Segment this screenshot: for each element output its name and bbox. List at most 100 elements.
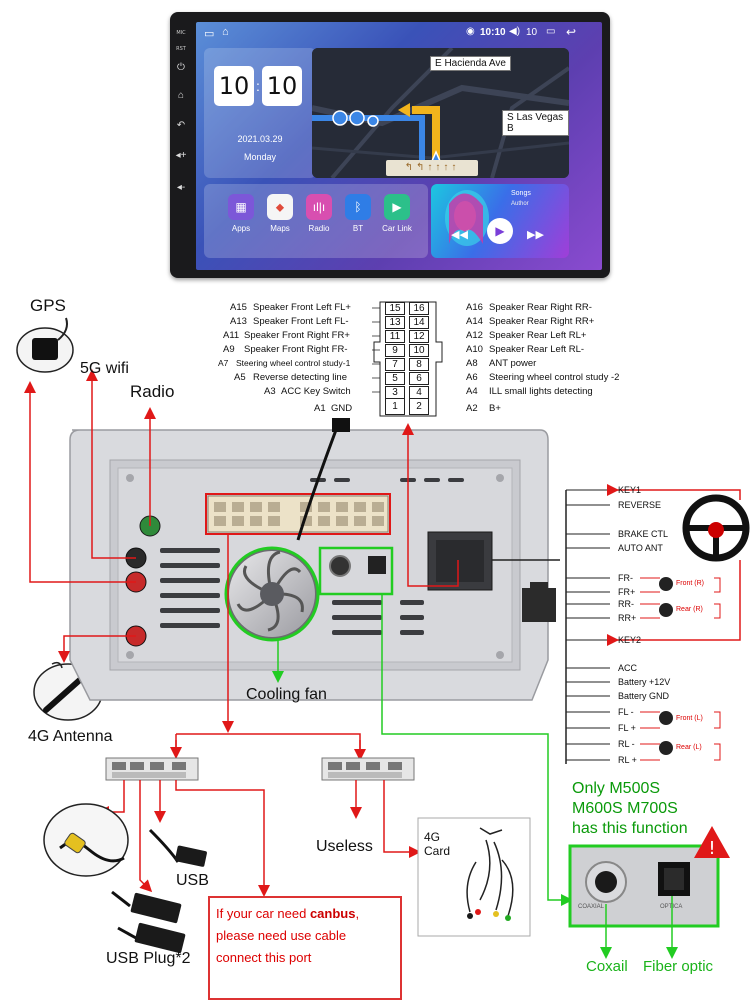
pin-desc-a3: ACC Key Switch — [281, 386, 351, 397]
pin-code-a9: A9 — [223, 344, 235, 355]
apps-icon: ▦ — [228, 194, 254, 220]
pin-code-a15: A15 — [230, 302, 247, 313]
song-title: Songs — [511, 190, 531, 197]
wire-rr-minus: RR- — [618, 599, 634, 609]
canbus-connector — [321, 757, 415, 781]
app-radio[interactable]: ıl|ı Radio — [300, 194, 338, 233]
pin-box: 14 — [409, 316, 429, 329]
pin-desc-a9: Speaker Front Right FR- — [244, 344, 348, 355]
pin-code-a11: A11 — [223, 330, 240, 341]
wire-reverse: REVERSE — [618, 500, 662, 510]
pin-code-a3: A3 — [264, 386, 276, 397]
coaxial-label: Coxail — [586, 958, 628, 975]
svg-text:!: ! — [708, 838, 715, 859]
pinout-diagram — [212, 300, 632, 418]
usb-cable-icon — [148, 828, 207, 867]
app-label: Car Link — [382, 224, 412, 233]
pin-code-a14: A14 — [466, 316, 483, 327]
app-label: BT — [352, 224, 364, 233]
lane-guidance: ↰↰↑↑↑↑ — [386, 160, 478, 176]
steering-wheel-icon — [682, 494, 750, 562]
map-street-label-2: S Las Vegas B — [502, 110, 569, 136]
speaker-rear-r-label: Rear (R) — [676, 606, 703, 613]
pin-code-a16: A16 — [466, 302, 483, 313]
wire-rl-minus: RL - — [618, 739, 635, 749]
back-icon[interactable]: ↩ — [566, 25, 577, 39]
pin-box: 6 — [409, 372, 429, 385]
android-screen: ▭ ⌂ ◉ 10:10 ◀) 10 ▭ ↩ 10 : 10 2021.03.29… — [196, 22, 602, 270]
pin-code-a12: A12 — [466, 330, 483, 341]
bluetooth-icon: ᛒ — [345, 194, 371, 220]
speaker-icon: ◀) — [509, 26, 521, 37]
pin-desc-a5: Reverse detecting line — [253, 372, 347, 383]
app-carlink[interactable]: ▶ Car Link — [378, 194, 416, 233]
home-icon[interactable]: ⌂ — [177, 90, 185, 101]
pin-box: 8 — [409, 358, 429, 371]
canbus-line1: If your car need canbus, — [216, 906, 360, 921]
wire-fl-minus: FL - — [618, 707, 634, 717]
weekday-text: Monday — [243, 152, 277, 162]
pin-code-a1: A1 — [314, 403, 326, 414]
home-icon[interactable]: ⌂ — [222, 26, 229, 38]
wire-auto-ant: AUTO ANT — [618, 543, 663, 553]
power-icon[interactable]: ⏻ — [177, 62, 185, 73]
prev-icon[interactable]: ◀◀ — [451, 229, 468, 241]
speaker-front-r-label: Front (R) — [676, 580, 704, 587]
speaker-rear-l-label: Rear (L) — [676, 744, 702, 751]
gps-label: GPS — [30, 296, 66, 315]
pin-desc-a12: Speaker Rear Left RL+ — [489, 330, 587, 341]
pin-box: 12 — [409, 330, 429, 343]
radio-label: Radio — [130, 382, 175, 401]
pin-box: 15 — [385, 302, 405, 315]
app-label: Maps — [270, 224, 290, 233]
pin-desc-a13: Speaker Front Left FL- — [253, 316, 349, 327]
pin-box: 10 — [409, 344, 429, 357]
pin-desc-a16: Speaker Rear Right RR- — [489, 302, 592, 313]
pin-box: 1 — [385, 398, 405, 415]
app-bluetooth[interactable]: ᛒ BT — [339, 194, 377, 233]
pin-desc-a15: Speaker Front Left FL+ — [253, 302, 351, 313]
wire-battery-12v: Battery +12V — [618, 677, 671, 687]
window-icon[interactable]: ▭ — [204, 28, 215, 40]
pin-code-a7: A7 — [218, 358, 229, 368]
maps-icon: ⬥ — [267, 194, 293, 220]
clock-widget[interactable]: 10 : 10 2021.03.29 Monday — [204, 48, 316, 178]
usb-plug-icon — [111, 890, 186, 954]
navigation-map[interactable]: E Hacienda Ave S Las Vegas B ↰↰↑↑↑↑ — [312, 48, 569, 178]
play-icon[interactable]: ▶ — [487, 218, 513, 244]
radio-icon: ıl|ı — [306, 194, 332, 220]
pin-desc-a8: ANT power — [489, 358, 537, 369]
app-maps[interactable]: ⬥ Maps — [261, 194, 299, 233]
panel-optica-text: OPTICA — [660, 904, 683, 910]
recent-apps-icon[interactable]: ▭ — [546, 26, 556, 37]
volume-down-icon[interactable]: ◂- — [176, 182, 186, 193]
optical-panel-photo — [568, 844, 720, 928]
next-icon[interactable]: ▶▶ — [527, 229, 544, 241]
app-dock: ▦ Apps ⬥ Maps ıl|ı Radio ᛒ BT ▶ Car Link — [204, 184, 428, 258]
panel-coaxial-text: COAXIAL — [578, 904, 605, 910]
rear-panel — [69, 429, 556, 701]
pin-desc-a7: Steering wheel control study-1 — [236, 358, 351, 368]
speaker-front-l-label: Front (L) — [676, 715, 703, 722]
pin-box: 5 — [385, 372, 405, 385]
pin-desc-a10: Speaker Rear Left RL- — [489, 344, 585, 355]
wire-acc: ACC — [618, 663, 638, 673]
app-apps[interactable]: ▦ Apps — [222, 194, 260, 233]
4g-cable-plugs — [467, 909, 511, 921]
4g-cable-icon — [466, 827, 514, 917]
model-note-line1: Only M500S — [572, 780, 661, 797]
music-widget[interactable]: Songs Author ◀◀ ▶ ▶▶ — [431, 184, 569, 258]
pin-desc-a1: GND — [331, 403, 353, 414]
pin-code-a8: A8 — [466, 358, 478, 369]
volume-up-icon[interactable]: ◂+ — [175, 150, 187, 161]
gps-antenna-icon — [16, 317, 74, 373]
wire-fl-plus: FL + — [618, 723, 636, 733]
status-volume: 10 — [526, 27, 538, 38]
canbus-note: If your car need canbus, please need use… — [208, 896, 402, 1000]
date-text: 2021.03.29 — [237, 134, 283, 144]
model-note-line3: has this function — [572, 820, 688, 837]
back-icon[interactable]: ↶ — [176, 120, 186, 131]
pin-desc-a11: Speaker Front Right FR+ — [244, 330, 350, 341]
map-street-label-1: E Hacienda Ave — [430, 56, 511, 71]
